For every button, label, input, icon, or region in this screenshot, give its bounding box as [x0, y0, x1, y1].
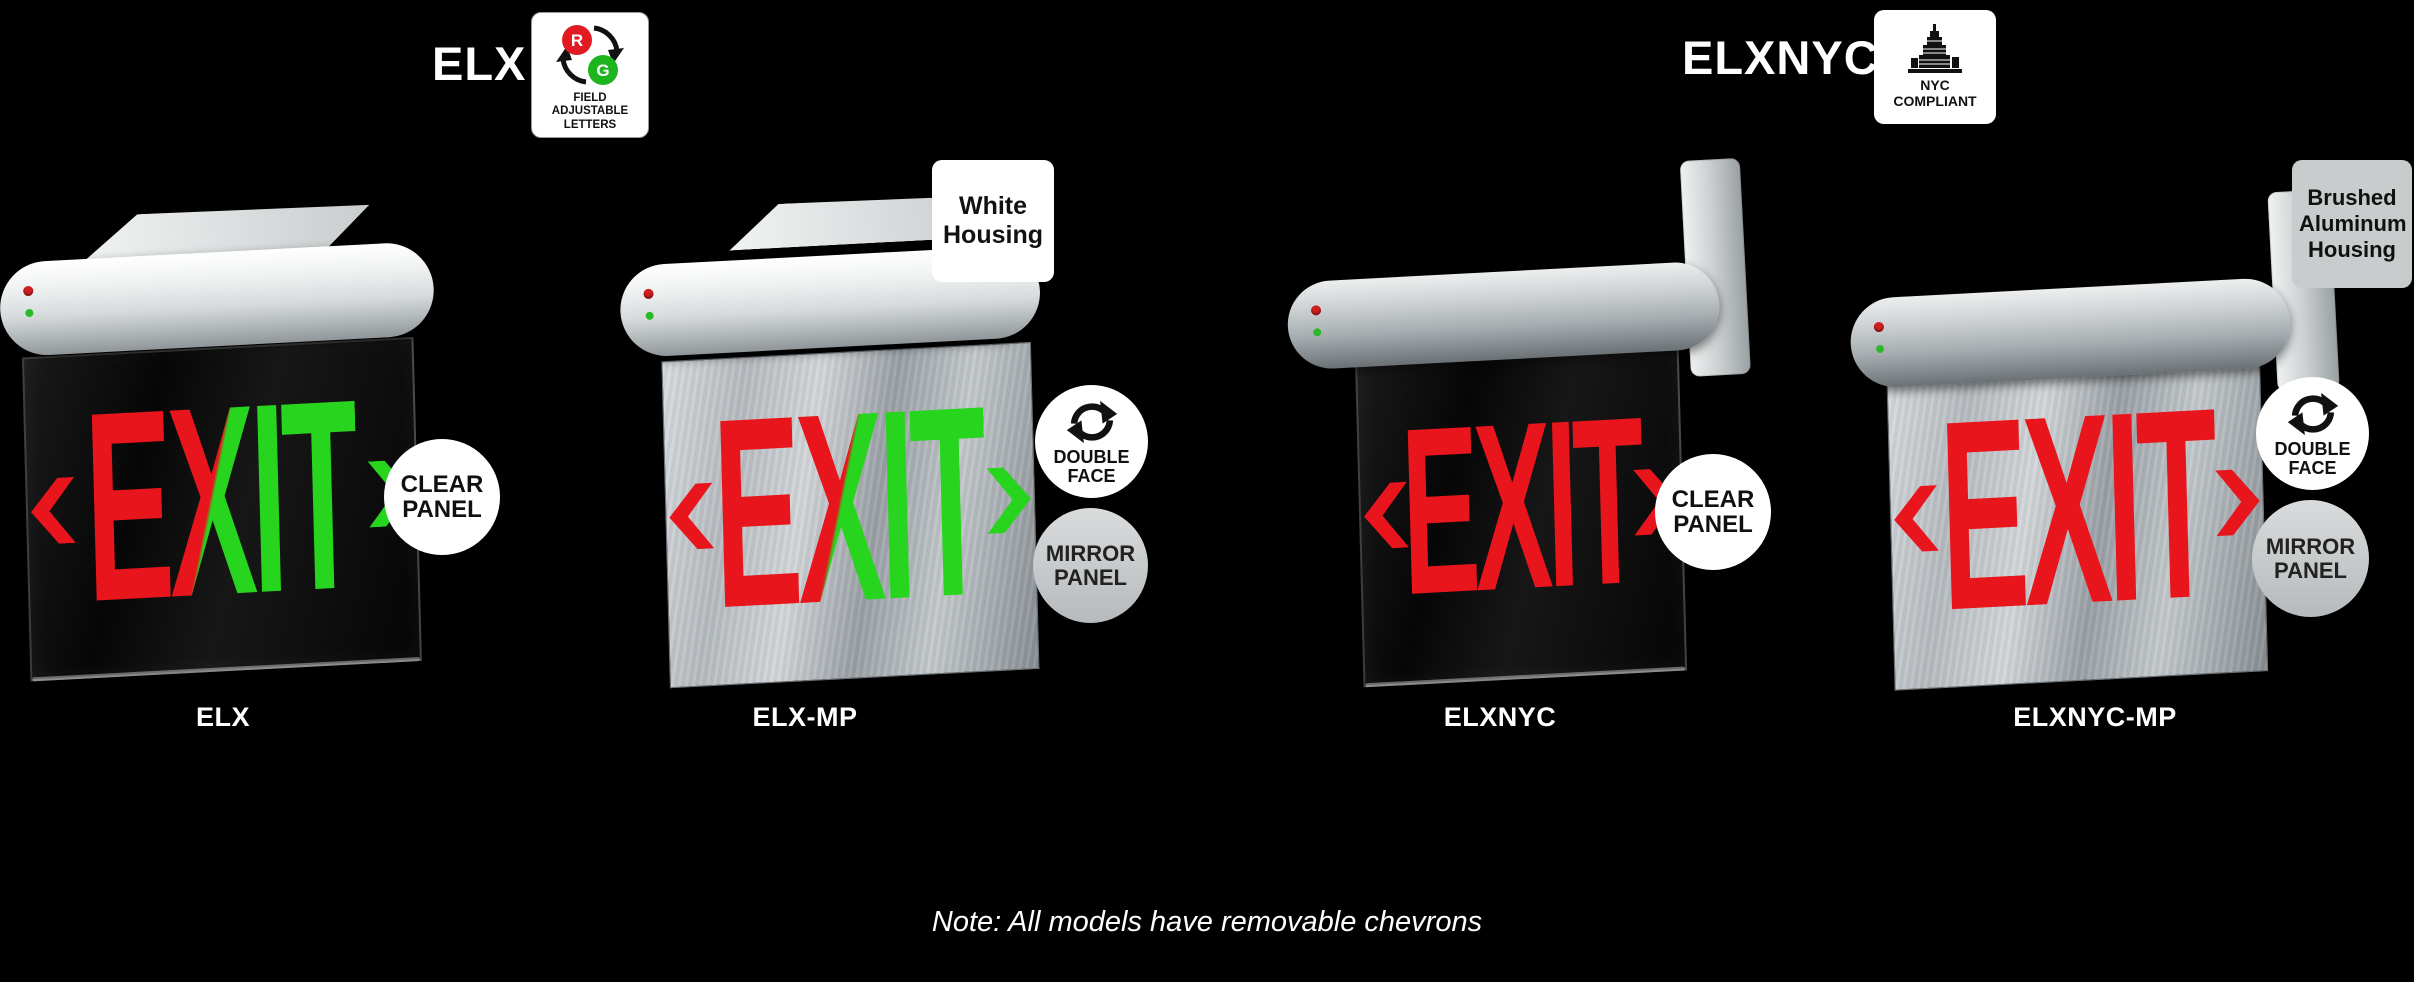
exit-text: EXIT: [81, 341, 362, 659]
nyc-compliant-label: NYC COMPLIANT: [1893, 77, 1977, 109]
status-indicator-lights: [22, 285, 35, 318]
callout-double-face: DOUBLE FACE: [1035, 385, 1148, 498]
note-text: Note: All models have removable chevrons: [931, 906, 1483, 938]
charge-led-icon: [645, 311, 654, 321]
field-adjustable-letters-badge: R G FIELD ADJUSTABLE LETTERS: [531, 12, 649, 138]
callout-double-face: DOUBLE FACE: [2256, 377, 2369, 490]
model-label-elxnyc: ELXNYC: [1443, 702, 1557, 732]
chevron-left-icon: [669, 482, 715, 550]
model-label-elx: ELX: [195, 702, 250, 732]
red-green-swap-icon: R G: [556, 25, 624, 86]
chevron-left-icon: [30, 477, 76, 545]
double-face-arrows-icon: [1066, 400, 1117, 443]
field-adjustable-label: FIELD ADJUSTABLE LETTERS: [551, 92, 629, 131]
header-elxnyc: ELXNYC: [1682, 31, 1879, 84]
callout-mirror-panel: MIRROR PANEL: [2252, 500, 2369, 617]
callout-clear-panel: CLEAR PANEL: [384, 439, 500, 555]
test-button-icon: [1310, 305, 1322, 316]
model-label-elxnyc-mp: ELXNYC-MP: [2013, 702, 2177, 732]
callout-clear-panel: CLEAR PANEL: [1655, 454, 1771, 570]
clear-panel-elx: EXIT: [21, 336, 422, 682]
exit-text: EXIT: [1936, 350, 2217, 667]
nyc-compliant-badge: NYC COMPLIANT: [1874, 10, 1996, 124]
callout-white-housing: White Housing: [932, 160, 1054, 282]
status-indicator-lights: [1310, 305, 1323, 337]
nyc-skyline-icon: [1908, 24, 1962, 74]
status-indicator-lights: [1873, 321, 1886, 354]
chevron-right-icon: [2215, 468, 2261, 536]
exit-sign-elxnyc: EXIT: [1272, 152, 1800, 722]
exit-text: EXIT: [1398, 366, 1643, 644]
clear-panel-elxnyc: EXIT: [1354, 343, 1688, 688]
callout-mirror-panel: MIRROR PANEL: [1033, 508, 1148, 623]
header-elx: ELX: [432, 37, 527, 90]
chevron-right-icon: [986, 466, 1032, 534]
mirror-panel-elx-mp: EXIT: [661, 341, 1040, 689]
model-label-elx-mp: ELX-MP: [752, 702, 858, 732]
double-face-arrows-icon: [2287, 392, 2338, 435]
mirror-panel-elxnyc-mp: EXIT: [1886, 344, 2269, 691]
chevron-left-icon: [1893, 485, 1939, 553]
letter-g-indicator: G: [596, 61, 609, 80]
charge-led-icon: [1875, 344, 1885, 354]
callout-brushed-aluminum-housing: Brushed Aluminum Housing: [2292, 160, 2412, 288]
test-button-icon: [1873, 321, 1885, 333]
test-button-icon: [22, 285, 34, 297]
charge-led-icon: [1312, 328, 1322, 337]
letter-r-indicator: R: [571, 31, 583, 50]
status-indicator-lights: [643, 288, 655, 321]
test-button-icon: [643, 288, 654, 300]
charge-led-icon: [25, 308, 34, 318]
exit-text: EXIT: [710, 347, 991, 665]
